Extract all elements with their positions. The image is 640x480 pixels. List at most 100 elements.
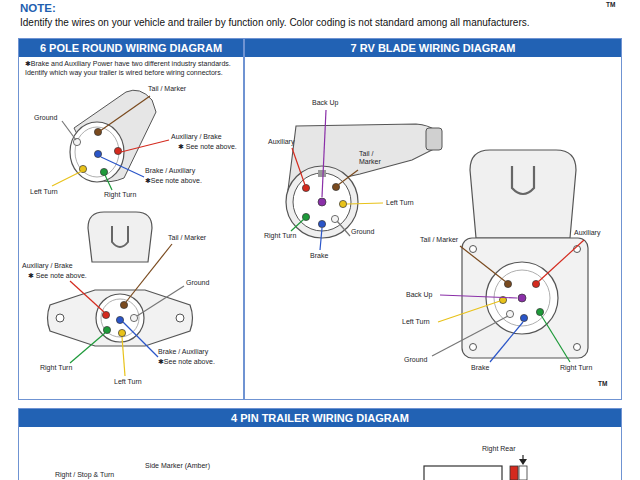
note-heading: NOTE: (20, 2, 56, 15)
leader-line (490, 322, 523, 362)
mount-hole (470, 344, 477, 351)
wire-function-label: Tail / Marker (359, 150, 387, 166)
plug-shell (286, 166, 358, 238)
leader-line (432, 316, 508, 356)
wire-function-label: ✱See note above. (145, 177, 202, 185)
pin-dot (102, 311, 109, 318)
cable-ring (426, 128, 442, 150)
pin-dot (94, 150, 101, 157)
leader-line (322, 110, 326, 197)
wiring-panel: 4 PIN TRAILER WIRING DIAGRAM (18, 408, 622, 480)
pin-dot (536, 308, 543, 315)
wiring-panel: 7 RV BLADE WIRING DIAGRAM (244, 38, 622, 400)
wire-function-label: Right Rear (482, 445, 515, 453)
wire-function-label: Auxiliary / Brake (171, 133, 222, 141)
wire-function-label: Tail / Marker (168, 234, 206, 242)
wire-function-label: Right Turn (40, 364, 72, 372)
wire-function-label: Auxiliary (574, 229, 600, 237)
socket-lid (470, 150, 576, 238)
wire-function-label: Ground (404, 356, 427, 364)
leader-line (70, 281, 104, 312)
leader-line (137, 286, 184, 316)
wire-function-label: Ground (351, 228, 374, 236)
lamp-symbol (510, 466, 518, 480)
arrow-head (519, 459, 527, 465)
wire-function-label: Right Turn (560, 364, 592, 372)
pin-dot (118, 329, 125, 336)
trademark-mark: TM (606, 1, 615, 8)
leader-line (438, 301, 500, 322)
plug-face-ring (75, 127, 119, 177)
wire-function-label: ✱See note above. (158, 358, 215, 366)
wire-function-label: Right Turn (264, 232, 296, 240)
mount-hole (176, 314, 184, 322)
socket-lid (88, 212, 152, 262)
trailer-outline (424, 466, 502, 480)
leader-line (440, 295, 517, 298)
leader-line (121, 140, 169, 152)
leader-line (338, 170, 358, 185)
leader-line (62, 121, 76, 140)
pin-dot (103, 326, 110, 333)
pin-dot (116, 316, 123, 323)
wire-function-label: Right / Stop & Turn (55, 471, 114, 479)
wire-function-label: Back Up (312, 99, 338, 107)
pin-dot (94, 128, 101, 135)
socket-face-ring (101, 299, 139, 337)
wire-function-label: ✱ See note above. (28, 272, 87, 280)
note-text: Identify the wires on your vehicle and t… (20, 17, 530, 29)
panel-header: 6 POLE ROUND WIRING DIAGRAM (19, 39, 243, 57)
wire-function-label: Left Turn (30, 188, 58, 196)
leader-line (126, 244, 172, 302)
leader-line (122, 337, 125, 376)
trademark-mark: TM (598, 380, 607, 387)
wire-function-label: Left Turn (402, 318, 430, 326)
pin-dot (130, 314, 137, 321)
leader-line (538, 240, 584, 282)
pin-dot (114, 147, 121, 154)
wire-function-label: ✱ See note above. (178, 143, 237, 151)
leader-line (100, 96, 150, 131)
leader-line (320, 228, 322, 250)
lid-mark (112, 226, 128, 247)
wire-function-label: Side Marker (Amber) (145, 462, 210, 470)
wire-function-label: Auxiliary (268, 138, 294, 146)
wire-function-label: Left Turn (386, 199, 414, 207)
wire-function-label: Right Turn (104, 191, 136, 199)
panel-note: ✱Brake and Auxiliary Power have two diff… (25, 60, 237, 78)
wire-function-label: Auxiliary / Brake (22, 262, 73, 270)
leader-line (347, 203, 383, 204)
leader-line (52, 171, 82, 186)
pin-dot (520, 314, 527, 321)
pin-dot (318, 198, 326, 206)
wire-function-label: Left Turn (114, 378, 142, 386)
key-notch (318, 170, 326, 177)
leader-line (292, 148, 305, 185)
socket-plate (48, 290, 193, 346)
wire-function-label: Brake / Auxiliary (158, 348, 208, 356)
pin-dot (100, 168, 107, 175)
pin-dot (518, 294, 526, 302)
wiring-panel: 6 POLE ROUND WIRING DIAGRAM ✱Brake and Au… (18, 38, 244, 400)
leader-line (291, 219, 304, 231)
lid-mark (512, 166, 534, 194)
mount-hole (56, 314, 64, 322)
leader-line (105, 175, 112, 190)
mount-hole (574, 344, 581, 351)
leader-line (123, 322, 158, 357)
pin-dot (339, 200, 346, 207)
mount-hole (470, 246, 477, 253)
wire-function-label: Tail / Marker (420, 236, 458, 244)
leader-line (70, 333, 105, 363)
lamp-symbol (519, 466, 527, 480)
leader-line (101, 157, 144, 177)
wire-function-label: Brake / Auxiliary (145, 167, 195, 175)
socket-plate (462, 238, 588, 358)
leader-line (460, 246, 506, 282)
wire-function-label: Brake (471, 364, 489, 372)
leader-line (541, 315, 570, 362)
wire-function-label: Tail / Marker (148, 85, 186, 93)
wire-function-label: Back Up (406, 291, 432, 299)
pin-dot (73, 138, 80, 145)
panel-header: 7 RV BLADE WIRING DIAGRAM (245, 39, 621, 57)
